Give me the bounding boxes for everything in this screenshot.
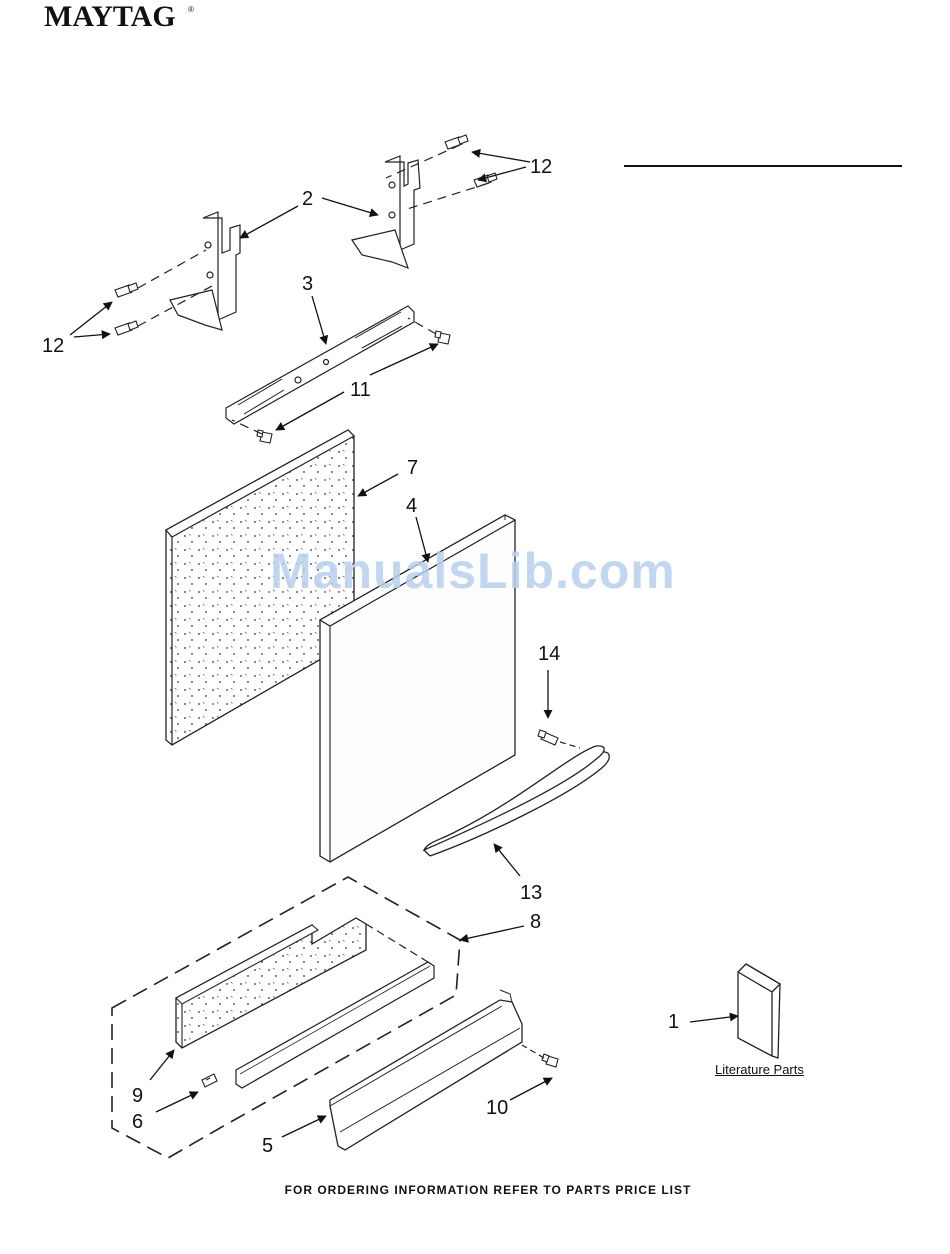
callout-4: 4: [406, 495, 417, 517]
hinge-bracket-left: [170, 212, 240, 330]
screw-11-left: [257, 430, 272, 443]
screw-12-left-a: [115, 283, 138, 297]
callout-2: 2: [302, 188, 313, 210]
footer-note: FOR ORDERING INFORMATION REFER TO PARTS …: [0, 1183, 950, 1197]
callout-12-left: 12: [42, 335, 64, 357]
clip-6: [202, 1074, 217, 1087]
watermark: ManualsLib.com: [270, 542, 676, 600]
screw-12-left-b: [115, 321, 138, 335]
callout-1: 1: [668, 1011, 679, 1033]
callout-8: 8: [530, 911, 541, 933]
screw-10: [542, 1054, 558, 1067]
literature-parts-label: Literature Parts: [715, 1062, 804, 1077]
screw-12-top-b: [474, 173, 497, 187]
callout-6: 6: [132, 1111, 143, 1133]
handle-screw-14: [538, 730, 558, 745]
callout-11: 11: [350, 379, 371, 401]
hinge-bracket-right: [352, 156, 420, 268]
callout-14: 14: [538, 643, 560, 665]
literature-book: [738, 964, 780, 1058]
callout-9: 9: [132, 1085, 143, 1107]
callout-5: 5: [262, 1135, 273, 1157]
callout-10: 10: [486, 1097, 508, 1119]
callout-3: 3: [302, 273, 313, 295]
callout-12-top: 12: [530, 156, 552, 178]
callout-13: 13: [520, 882, 542, 904]
callout-7: 7: [407, 457, 418, 479]
screw-11-right: [435, 331, 450, 344]
toe-kit-outline: [112, 877, 460, 1158]
